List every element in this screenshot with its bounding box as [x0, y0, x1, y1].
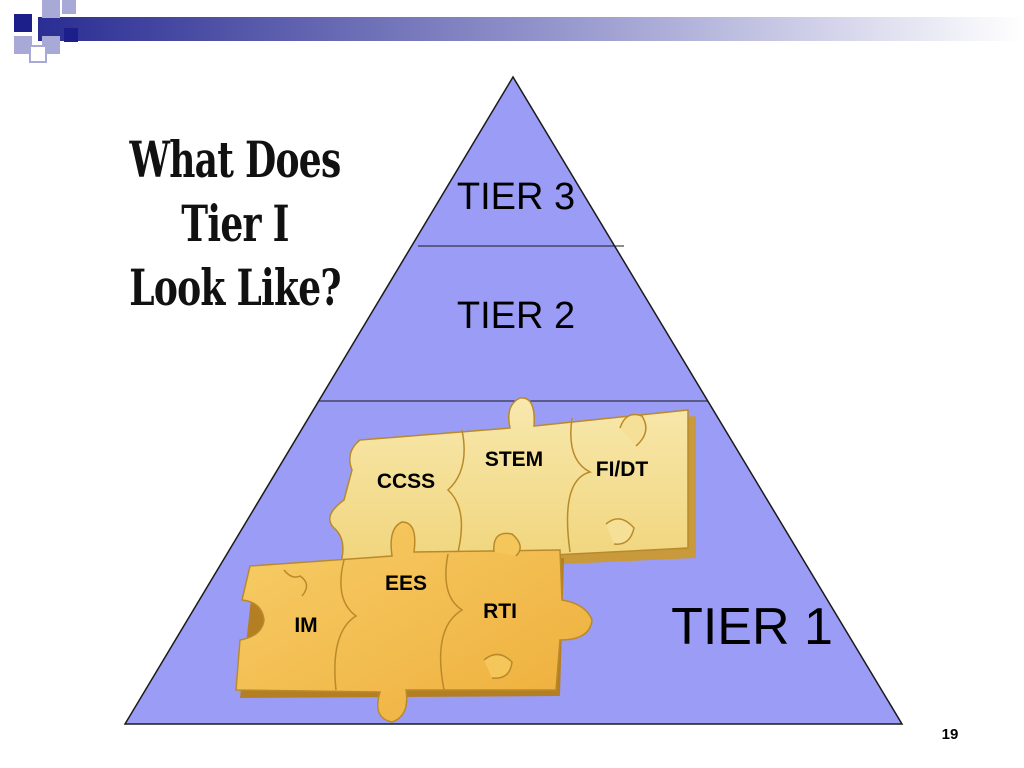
- header-square-3: [62, 0, 76, 14]
- header-gradient-bar: [38, 17, 1024, 41]
- tier-1-label: TIER 1: [671, 598, 833, 656]
- header-decoration: [14, 0, 1024, 63]
- page-number: 19: [941, 726, 959, 743]
- header-square-2: [42, 0, 60, 18]
- tier-2-label: TIER 2: [457, 295, 575, 337]
- puzzle-upper-knob-right: [619, 413, 647, 447]
- puzzle-upper-knob-bottom: [605, 518, 635, 545]
- puzzle-piece-im-label: IM: [294, 614, 317, 637]
- puzzle-piece-fidt-label: FI/DT: [596, 458, 649, 481]
- puzzle-upper-seam-2: [566, 417, 593, 553]
- header-square-4: [14, 36, 32, 54]
- header-square-6: [29, 45, 47, 63]
- puzzle-lower-seam-1: [334, 559, 358, 691]
- puzzle-upper-row: [329, 397, 696, 574]
- puzzle-lower-knob-inner: [283, 569, 308, 597]
- puzzle-lower-row: [235, 521, 593, 723]
- puzzle-piece-rti-label: RTI: [483, 600, 517, 623]
- header-square-7: [64, 28, 78, 42]
- puzzle-upper-seam-1: [446, 429, 465, 561]
- slide-title-line-1: What Does Tier I: [129, 130, 341, 253]
- puzzle-lower-knob-top: [493, 532, 521, 557]
- header-square-1: [14, 14, 32, 32]
- puzzle-piece-ccss-label: CCSS: [377, 470, 435, 493]
- puzzle-upper-body: [329, 397, 689, 567]
- puzzle-piece-stem-label: STEM: [485, 448, 543, 471]
- puzzle-piece-ees-label: EES: [385, 572, 427, 595]
- puzzle-lower-seam-2: [439, 553, 464, 691]
- puzzle-lower-knob-bottom: [483, 653, 513, 679]
- slide-title-line-2: Look Like?: [129, 258, 341, 317]
- slide-title: What Does Tier I Look Like?: [95, 128, 376, 320]
- tier-3-label: TIER 3: [457, 176, 575, 218]
